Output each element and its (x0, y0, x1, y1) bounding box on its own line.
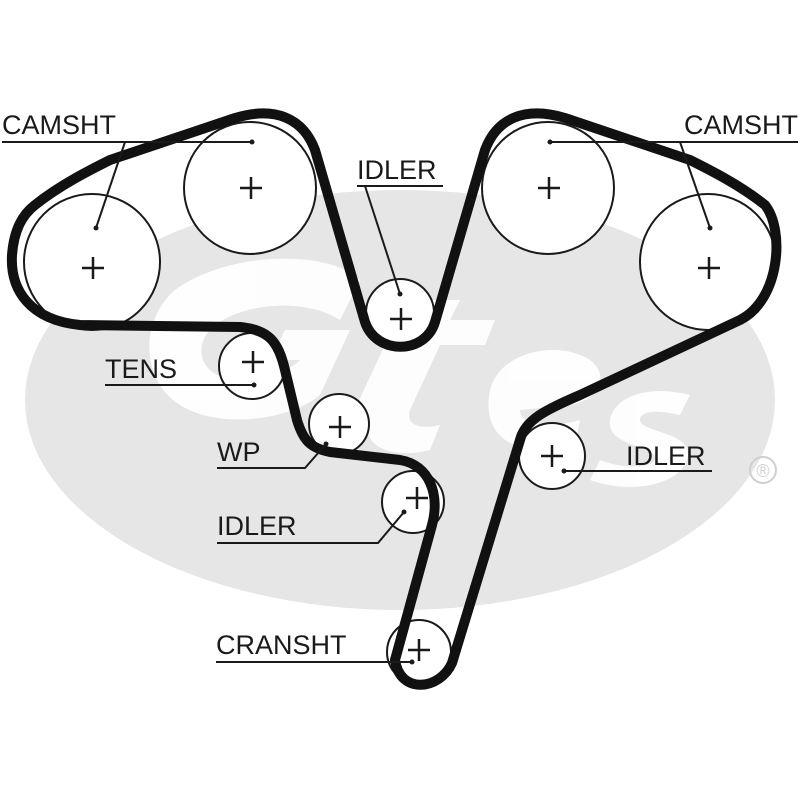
idler-top-label: IDLER (357, 155, 437, 185)
tensioner-label: TENS (105, 354, 177, 384)
label-idler-top: IDLER (357, 155, 443, 297)
label-idler-lower-left: IDLER (217, 509, 407, 544)
timing-belt (6, 108, 782, 690)
idler-lower-left-label: IDLER (217, 511, 297, 541)
idler-right-label: IDLER (626, 441, 706, 471)
label-camshaft-right: CAMSHT (547, 110, 798, 231)
idler-right-pulley (518, 422, 586, 490)
camshaft-right-inner-pulley (481, 121, 615, 255)
gates-logo-watermark: ® (25, 190, 777, 610)
crankshaft-label: CRANSHT (216, 630, 347, 660)
water-pump-label: WP (217, 437, 261, 467)
label-idler-right: IDLER (561, 441, 712, 474)
label-crankshaft: CRANSHT (216, 630, 415, 665)
pulleys (23, 121, 777, 685)
camshaft-left-label: CAMSHT (2, 110, 116, 140)
label-tensioner: TENS (105, 354, 257, 388)
registered-mark: ® (756, 461, 769, 481)
registered-mark-circle (749, 456, 777, 484)
camshaft-left-inner-pulley (183, 121, 317, 255)
camshaft-right-label: CAMSHT (684, 110, 798, 140)
label-camshaft-left: CAMSHT (2, 110, 255, 231)
label-water-pump: WP (217, 437, 329, 469)
